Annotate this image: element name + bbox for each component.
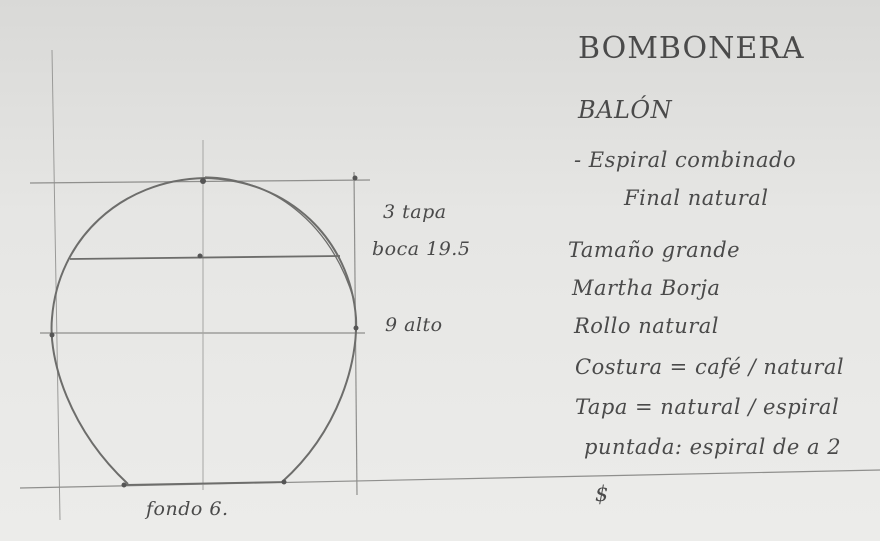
dim-mouth-label: boca 19.5 — [372, 238, 471, 260]
lid-line — [69, 255, 341, 260]
mark-dot — [121, 482, 127, 488]
note-line: Rollo natural — [574, 314, 719, 338]
dim-height-label: 9 alto — [385, 314, 443, 336]
ball-outline-retrace — [204, 176, 355, 301]
note-line: puntada: espiral de a 2 — [584, 435, 842, 459]
mark-dot — [281, 479, 287, 485]
dim-bottom-label: fondo 6. — [146, 498, 229, 520]
note-line: Final natural — [624, 186, 769, 210]
guide-top — [29, 179, 371, 184]
note-title: BOMBONERA — [578, 31, 805, 66]
note-line: Tamaño grande — [568, 238, 741, 262]
mark-dot — [353, 325, 359, 331]
mark-dot — [200, 178, 206, 184]
note-line: Costura = café / natural — [575, 355, 845, 379]
note-line: Tapa = natural / espiral — [575, 395, 840, 419]
mark-dot — [49, 332, 55, 338]
base-line — [123, 481, 285, 486]
note-line: $ — [595, 482, 609, 506]
guide-vertical-left — [51, 49, 61, 521]
note-subtitle: BALÓN — [578, 96, 673, 124]
ball-outline — [50, 176, 358, 485]
mark-dot — [352, 175, 358, 181]
mark-dot — [197, 253, 203, 259]
dim-top-label: 3 tapa — [383, 201, 447, 223]
note-line: Martha Borja — [572, 276, 721, 300]
note-line: - Espiral combinado — [574, 148, 797, 172]
